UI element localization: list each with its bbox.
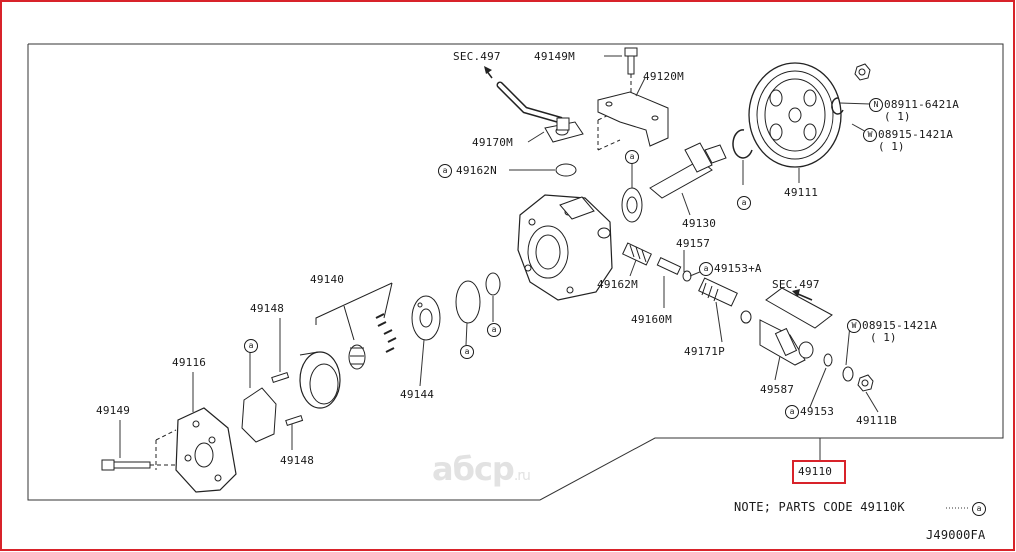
label-49144[interactable]: 49144 xyxy=(400,388,435,401)
watermark: aбcp.ru xyxy=(432,450,531,488)
label-49140[interactable]: 49140 xyxy=(310,273,345,286)
diagram-outline xyxy=(27,43,1004,501)
label-49116[interactable]: 49116 xyxy=(172,356,207,369)
bracket-49120M xyxy=(597,91,669,147)
sec-ref-top[interactable]: SEC.497 xyxy=(453,50,501,63)
label-49153-A[interactable]: 49153+A xyxy=(714,262,762,275)
bolt-49149 xyxy=(113,461,151,469)
label-49110[interactable]: 49110 xyxy=(798,465,833,478)
symbol-a-note: a xyxy=(972,502,986,516)
label-49148-bottom[interactable]: 49148 xyxy=(280,454,315,467)
label-49148-top[interactable]: 49148 xyxy=(250,302,285,315)
label-49149M[interactable]: 49149M xyxy=(534,50,575,63)
label-49153[interactable]: 49153 xyxy=(800,405,835,418)
label-49162M[interactable]: 49162M xyxy=(597,278,638,291)
symbol-a-49153: a xyxy=(785,405,799,419)
symbol-a-49162N: a xyxy=(438,164,452,178)
oring-large xyxy=(455,280,481,324)
label-49111[interactable]: 49111 xyxy=(784,186,819,199)
spring-49162M xyxy=(622,242,652,266)
main-assembly-highlight[interactable]: 49110 xyxy=(792,460,846,484)
symbol-N: N xyxy=(869,98,883,112)
label-49149[interactable]: 49149 xyxy=(96,404,131,417)
label-49160M[interactable]: 49160M xyxy=(631,313,672,326)
label-49120M[interactable]: 49120M xyxy=(643,70,684,83)
label-49587[interactable]: 49587 xyxy=(760,383,795,396)
label-08915-1421A-right[interactable]: 08915-1421A xyxy=(862,319,938,332)
snap-ring xyxy=(732,129,753,159)
label-08915-1421A-top[interactable]: 08915-1421A xyxy=(878,128,954,141)
symbol-a-49153A: a xyxy=(699,262,713,276)
nut-top xyxy=(854,63,871,81)
label-49130[interactable]: 49130 xyxy=(682,217,717,230)
diagram-id: J49000FA xyxy=(926,528,986,542)
watermark-tld: .ru xyxy=(513,468,531,484)
label-08911-6421A[interactable]: 08911-6421A xyxy=(884,98,960,111)
label-49111B[interactable]: 49111B xyxy=(856,414,897,427)
washer-top xyxy=(831,97,844,115)
symbol-a-oring-small: a xyxy=(487,323,501,337)
oring-49162N xyxy=(555,163,577,177)
parts-code-note: NOTE; PARTS CODE 49110K xyxy=(734,500,905,514)
pin-49148-b xyxy=(285,414,304,426)
oring-small xyxy=(485,272,501,296)
symbol-a-snapring: a xyxy=(737,196,751,210)
symbol-a-gasket: a xyxy=(244,339,258,353)
valve-49160M xyxy=(656,257,682,275)
symbol-W-top: W xyxy=(863,128,877,142)
gasket xyxy=(241,387,277,443)
label-49170M[interactable]: 49170M xyxy=(472,136,513,149)
symbol-a-seal: a xyxy=(625,150,639,164)
rotor xyxy=(348,344,366,370)
label-49157[interactable]: 49157 xyxy=(676,237,711,250)
symbol-W-right: W xyxy=(847,319,861,333)
connector-49171P xyxy=(698,277,738,307)
qty-08911: ( 1) xyxy=(884,110,911,123)
sec-arrow-top xyxy=(484,66,492,74)
pin-49148-a xyxy=(271,371,290,383)
qty-08915-top: ( 1) xyxy=(878,140,905,153)
symbol-a-oring-large: a xyxy=(460,345,474,359)
sec-ref-right[interactable]: SEC.497 xyxy=(772,278,820,291)
qty-08915-right: ( 1) xyxy=(870,331,897,344)
label-49162N[interactable]: 49162N xyxy=(456,164,497,177)
watermark-main: aбcp xyxy=(432,450,515,488)
label-49171P[interactable]: 49171P xyxy=(684,345,725,358)
